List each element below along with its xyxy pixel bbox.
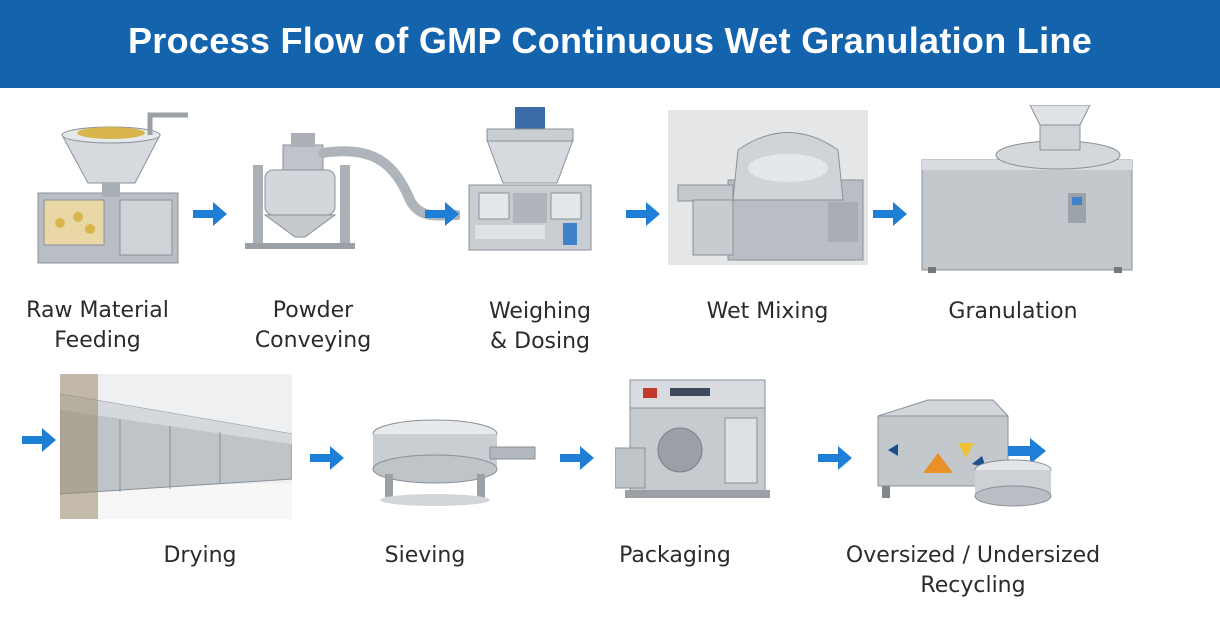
stage-label: Weighing & Dosing: [488, 299, 592, 354]
flow-arrow: [873, 202, 907, 226]
flow-arrow: [193, 202, 227, 226]
packaging-machine-icon: [615, 378, 775, 503]
vibrating-sieve-icon: [355, 412, 540, 507]
stage-label: Oversized / Undersized Recycling: [845, 543, 1101, 598]
wet-mixer-icon: [668, 110, 868, 265]
title-banner: Process Flow of GMP Continuous Wet Granu…: [0, 0, 1220, 88]
stage-label: Granulation: [948, 299, 1078, 324]
page-title: Process Flow of GMP Continuous Wet Granu…: [127, 20, 1093, 61]
stage-label: Sieving: [384, 543, 466, 568]
flow-arrow: [22, 428, 56, 452]
vacuum-conveyor-icon: [245, 125, 460, 255]
flow-arrow: [818, 446, 852, 470]
flow-arrow: [626, 202, 660, 226]
stage-label: Packaging: [619, 543, 731, 568]
recycling-unit-icon: [868, 398, 1063, 510]
drying-oven-icon: [60, 374, 292, 519]
stage-label: Raw Material Feeding: [26, 298, 169, 353]
hopper-feeder-icon: [30, 105, 190, 270]
flow-arrow: [425, 202, 459, 226]
stage-label: Drying: [163, 543, 237, 568]
flow-arrow: [560, 446, 594, 470]
stage-label: Powder Conveying: [254, 298, 372, 353]
stage-label: Wet Mixing: [706, 299, 829, 324]
granulator-icon: [918, 105, 1146, 275]
flow-arrow: [310, 446, 344, 470]
dosing-machine-icon: [465, 105, 595, 260]
